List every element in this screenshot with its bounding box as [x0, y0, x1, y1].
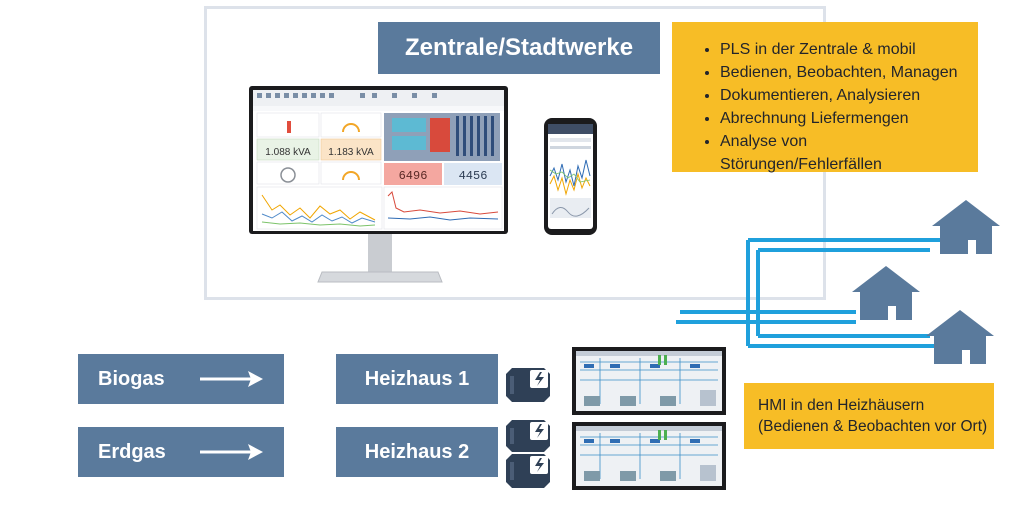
dashboard-value-2: 1.183 kVA: [328, 147, 374, 158]
source-box-erdgas: Erdgas: [78, 427, 284, 477]
dashboard-counter-2: 4456: [459, 169, 488, 183]
arrow-right-icon: [200, 371, 263, 387]
network-lines: [676, 238, 942, 348]
dashboard-counter-1: 6496: [399, 169, 428, 183]
feature-item: Bedienen, Beobachten, Managen: [720, 61, 968, 84]
feature-item: PLS in der Zentrale & mobil: [720, 38, 968, 61]
feature-list-box: PLS in der Zentrale & mobil Bedienen, Be…: [672, 22, 978, 173]
controller-icon: [506, 454, 550, 488]
smartphone-illustration: [544, 118, 597, 235]
zentrale-title: Zentrale/Stadtwerke: [378, 22, 660, 74]
monitor-neck: [368, 228, 392, 272]
controller-icon: [506, 420, 550, 452]
house-icon: [852, 266, 920, 320]
heizhaus-2-box: Heizhaus 2: [336, 427, 498, 477]
feature-item: Dokumentieren, Analysieren: [720, 84, 968, 107]
feature-item: Analyse von Störungen/Fehlerfällen: [720, 130, 968, 176]
source-box-biogas: Biogas: [78, 354, 284, 404]
heizhaus-2-label: Heizhaus 2: [364, 440, 470, 463]
arrow-right-icon: [200, 444, 263, 460]
house-icon: [926, 310, 994, 364]
feature-item: Abrechnung Liefermengen: [720, 107, 968, 130]
hmi-panel-1: [572, 347, 726, 415]
heizhaus-1-box: Heizhaus 1: [336, 354, 498, 404]
source-label-erdgas: Erdgas: [98, 440, 166, 463]
hmi-note-box: HMI in den Heizhäusern (Bedienen & Beoba…: [744, 383, 994, 449]
feature-list: PLS in der Zentrale & mobil Bedienen, Be…: [700, 38, 968, 176]
source-label-biogas: Biogas: [98, 367, 165, 390]
controller-icon: [506, 368, 550, 402]
hmi-note-line-1: HMI in den Heizhäusern: [758, 397, 925, 414]
house-icon: [932, 200, 1000, 254]
monitor-base: [317, 271, 443, 283]
monitor-illustration: 1.088 kVA 1.183 kVA 6496 4456: [249, 86, 508, 283]
hmi-note-line-2: (Bedienen & Beobachten vor Ort): [758, 418, 988, 435]
zentrale-title-text: Zentrale/Stadtwerke: [404, 34, 634, 61]
hmi-panel-2: [572, 422, 726, 490]
heizhaus-1-label: Heizhaus 1: [364, 367, 470, 390]
dashboard-value-1: 1.088 kVA: [265, 147, 311, 158]
